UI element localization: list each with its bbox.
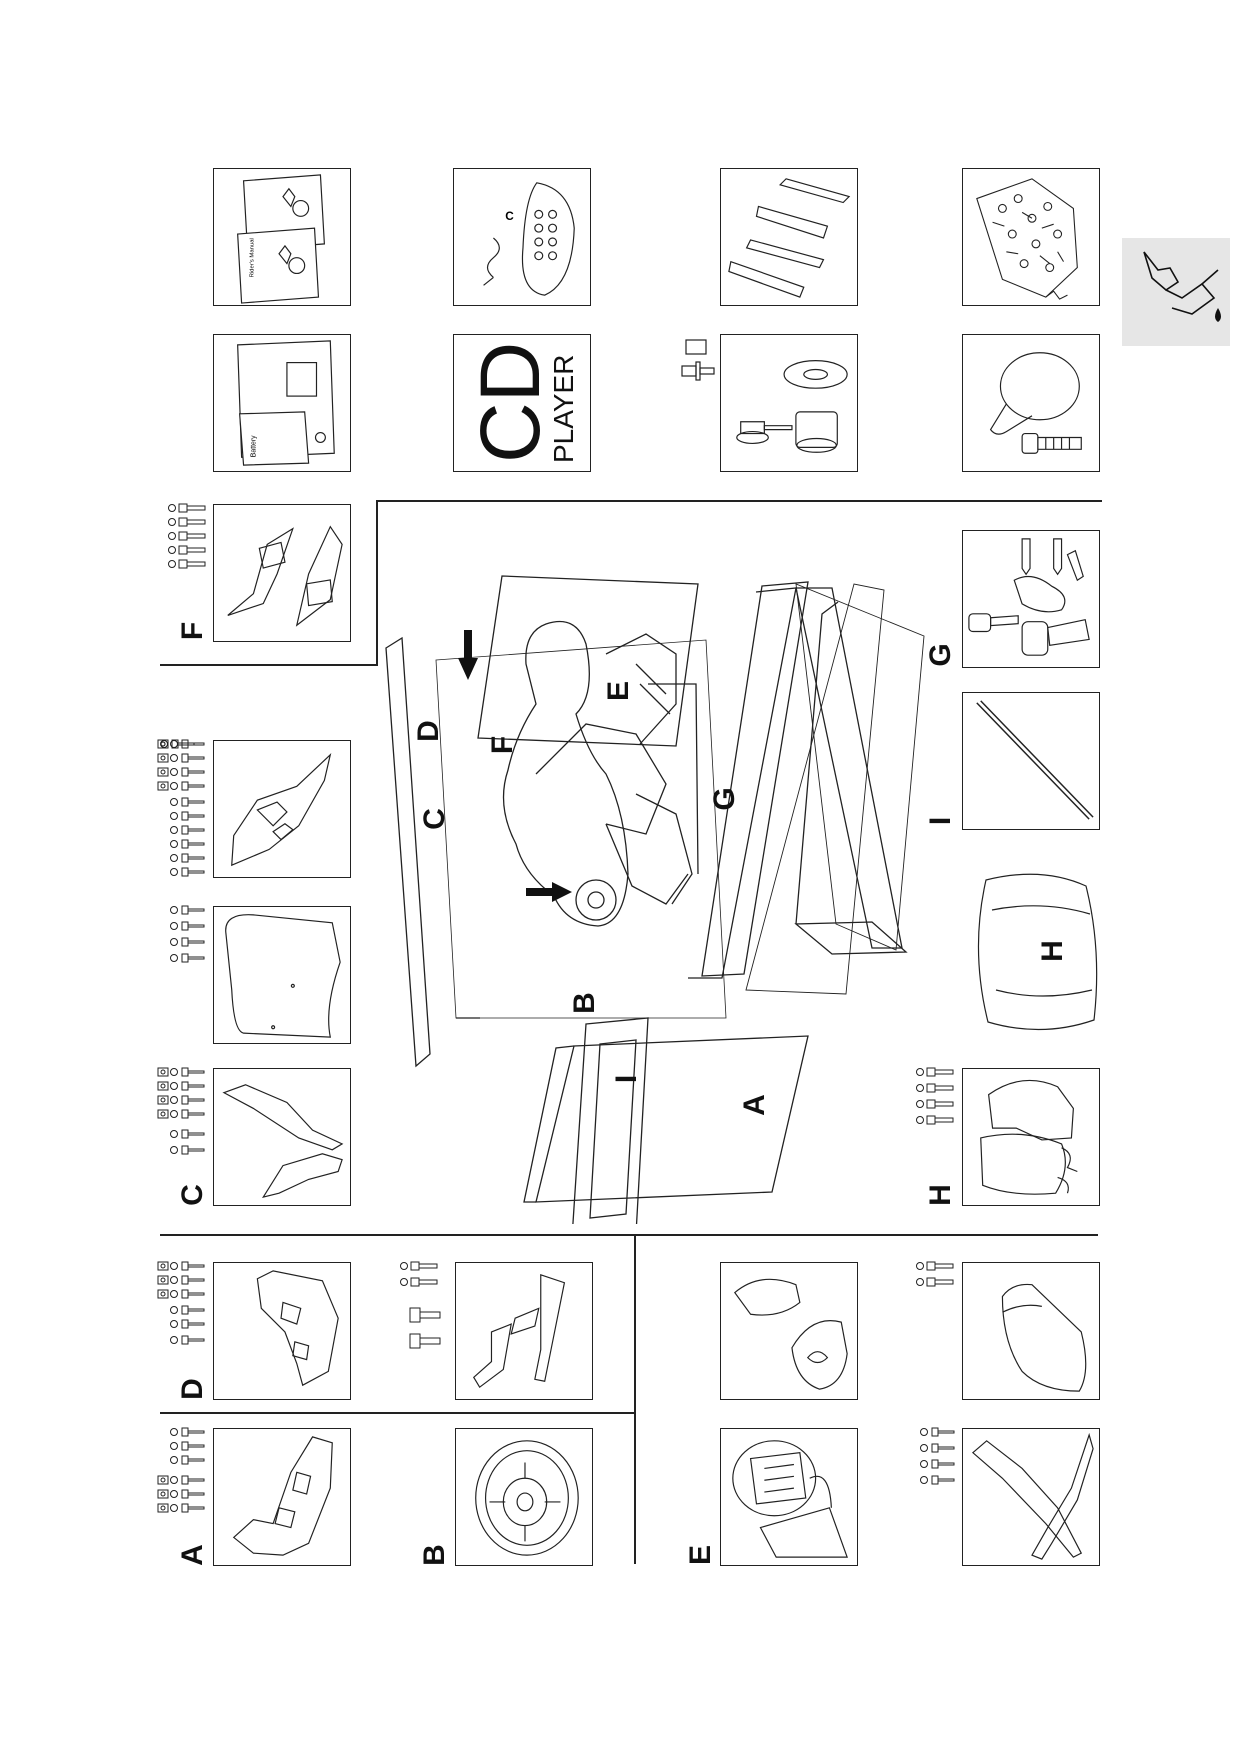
manual-title-top: Rider's Manual — [249, 238, 255, 277]
label-f: F — [176, 621, 209, 641]
box-a-belly-pan — [213, 1428, 351, 1566]
crate-label-e: E — [602, 681, 635, 702]
box-brackets — [455, 1262, 593, 1400]
screw-group-side-fairing — [157, 739, 205, 877]
player-text: PLAYER — [548, 354, 579, 463]
box-cd-player: CD PLAYER — [453, 334, 591, 472]
crate-label-i: I — [610, 1074, 643, 1084]
rule-lower-vertical — [634, 1234, 636, 1564]
cd-text: CD — [463, 341, 557, 463]
crate-label-a: A — [738, 1094, 771, 1116]
box-f-side-covers — [213, 504, 351, 642]
rule-lower — [160, 1234, 1098, 1236]
box-tail-cover — [962, 1262, 1100, 1400]
rule-ab-split — [160, 1412, 634, 1414]
screw-group-h — [916, 1067, 954, 1125]
hand-oil-can-icon — [1122, 238, 1230, 346]
box-spacers — [720, 334, 858, 472]
screw-group-windshield — [170, 905, 205, 963]
label-b: B — [418, 1544, 451, 1566]
box-d-lower-fairing — [213, 1262, 351, 1400]
screw-group-side-trims — [920, 1427, 955, 1485]
box-handle — [962, 334, 1100, 472]
manual-title-battery: Battery — [250, 435, 257, 457]
rule-upper — [378, 500, 1102, 502]
box-h-topcase — [962, 1068, 1100, 1206]
box-mirrors — [720, 1262, 858, 1400]
box-b-wheel — [455, 1428, 593, 1566]
label-g: G — [924, 643, 957, 667]
label-h: H — [924, 1184, 957, 1206]
crate-label-c: C — [418, 808, 451, 830]
box-i-rod — [962, 692, 1100, 830]
bag-label-h: H — [1036, 940, 1069, 962]
box-side-fairing — [213, 740, 351, 878]
rule-f-section — [160, 664, 378, 666]
box-manuals: Rider's Manual — [213, 168, 351, 306]
screw-group-c — [157, 1067, 205, 1155]
crate-label-g: G — [708, 787, 741, 811]
box-e-cover-set — [720, 1428, 858, 1566]
box-side-trims — [962, 1428, 1100, 1566]
spacer-icons — [681, 339, 715, 381]
box-windshield — [213, 906, 351, 1044]
label-d: D — [176, 1378, 209, 1400]
h-bag-illustration — [977, 873, 1098, 1031]
box-g-keys — [962, 530, 1100, 668]
spring-label-c: C — [505, 209, 514, 223]
crate-label-f: F — [486, 735, 519, 755]
screw-washer-icon — [168, 503, 206, 569]
crate-label-b: B — [568, 992, 601, 1014]
screw-group-a — [157, 1427, 205, 1513]
label-i: I — [924, 816, 957, 826]
bolt-group-brackets — [400, 1261, 441, 1349]
label-e: E — [684, 1545, 717, 1566]
box-battery-manual: Battery — [213, 334, 351, 472]
box-fastener-bag — [962, 168, 1100, 306]
crate-label-d: D — [412, 720, 445, 742]
label-c: C — [176, 1184, 209, 1206]
screw-group-tail — [916, 1261, 954, 1287]
rule-upper-left — [376, 500, 378, 666]
box-seat-pad: C — [453, 168, 591, 306]
label-a: A — [176, 1544, 209, 1566]
crate-exploded-view — [385, 575, 925, 1224]
screw-group-d — [157, 1261, 205, 1345]
box-c-cover-strips — [213, 1068, 351, 1206]
box-trim-strips — [720, 168, 858, 306]
